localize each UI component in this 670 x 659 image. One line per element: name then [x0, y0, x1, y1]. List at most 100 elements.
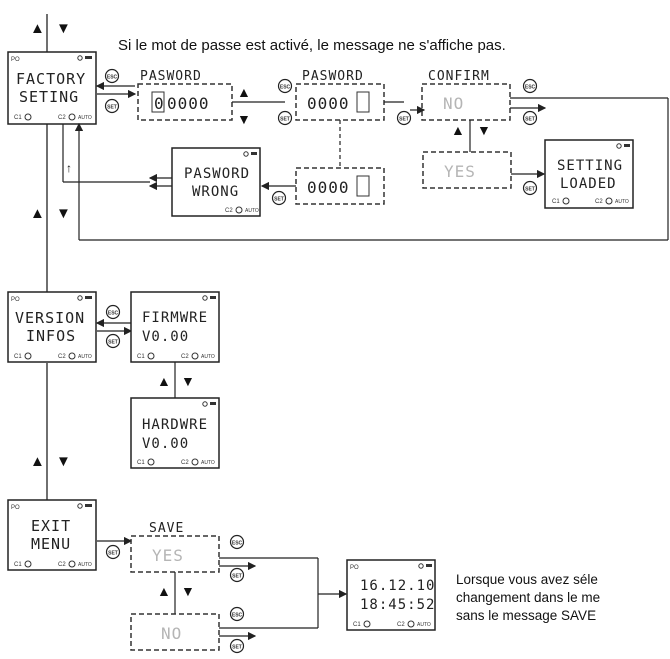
set-button: SET: [104, 98, 120, 114]
nav-down-icon: ▼: [56, 205, 71, 222]
password-digits: 0000: [167, 94, 210, 113]
set-button: SET: [105, 544, 121, 560]
svg-text:AUTO: AUTO: [417, 622, 431, 628]
device-hardware: HARDWRE V0.00 C1 C2 AUTO: [130, 397, 220, 469]
svg-text:ESC: ESC: [107, 75, 118, 81]
note-bottom-line2: changement dans le me: [456, 590, 600, 605]
svg-text:C2: C2: [58, 354, 66, 360]
svg-text:AUTO: AUTO: [201, 354, 215, 360]
device-password-wrong: PASWORD WRONG C2 AUTO: [171, 147, 261, 217]
password-cursor: 0: [154, 94, 165, 113]
password-digits: 0000: [307, 94, 350, 113]
svg-text:C2: C2: [595, 199, 603, 205]
password-label: PASWORD: [302, 69, 364, 84]
svg-text:SET: SET: [232, 574, 242, 580]
nav-up-icon: ▲: [30, 20, 45, 37]
svg-text:PO: PO: [11, 57, 20, 63]
confirm-label: CONFIRM: [428, 69, 490, 84]
password-digits: 0000: [307, 178, 350, 197]
note-top: Si le mot de passe est activé, le messag…: [118, 37, 506, 54]
svg-text:C1: C1: [14, 115, 22, 121]
svg-text:SET: SET: [525, 187, 535, 193]
svg-text:C1: C1: [137, 460, 145, 466]
lcd-line1: VERSION: [15, 309, 85, 327]
nav-down-icon: ▼: [477, 122, 491, 138]
device-clock: PO 16.12.10 18:45:52 C1 C2 AUTO: [346, 559, 436, 631]
svg-text:C2: C2: [397, 622, 405, 628]
save-no-value: NO: [161, 624, 182, 643]
lcd-line1: FACTORY: [16, 70, 86, 88]
svg-text:C1: C1: [14, 562, 22, 568]
lcd-line2: SETING: [19, 88, 79, 106]
svg-text:ESC: ESC: [525, 85, 536, 91]
esc-button: ESC: [104, 68, 120, 84]
set-button: SET: [522, 180, 538, 196]
cursor-box: [356, 91, 370, 113]
lcd-line1: SETTING: [557, 158, 623, 174]
svg-text:C2: C2: [225, 208, 233, 214]
nav-down-icon: ▼: [56, 20, 71, 37]
device-version-infos: PO VERSION INFOS C1 C2 AUTO: [7, 291, 97, 363]
nav-up-icon: ▲: [157, 583, 171, 599]
svg-text:C2: C2: [181, 354, 189, 360]
svg-text:AUTO: AUTO: [615, 199, 629, 205]
lcd-line2: MENU: [31, 535, 71, 553]
password-digits-frame: [295, 167, 385, 205]
svg-text:SET: SET: [399, 117, 409, 123]
cursor-box: [151, 91, 165, 113]
svg-text:C1: C1: [137, 354, 145, 360]
confirm-frame: [421, 83, 511, 121]
lcd-line1: PASWORD: [184, 166, 250, 182]
set-button: SET: [271, 190, 287, 206]
svg-text:SET: SET: [108, 551, 118, 557]
lcd-line2: LOADED: [560, 176, 617, 192]
confirm-value: NO: [443, 94, 464, 113]
nav-down-icon: ▼: [181, 583, 195, 599]
svg-text:SET: SET: [525, 117, 535, 123]
set-button: SET: [522, 110, 538, 126]
svg-text:SET: SET: [280, 117, 290, 123]
lcd-line1: HARDWRE: [142, 417, 208, 433]
lcd-line2: INFOS: [26, 327, 76, 345]
svg-text:PO: PO: [350, 565, 359, 571]
lcd-line1: 16.12.10: [360, 578, 435, 594]
nav-up-icon: ▲: [30, 205, 45, 222]
set-button: SET: [105, 333, 121, 349]
set-button: SET: [277, 110, 293, 126]
svg-text:ESC: ESC: [280, 85, 291, 91]
nav-down-icon: ▼: [56, 453, 71, 470]
esc-button: ESC: [522, 78, 538, 94]
device-factory-setting: PO FACTORY SETING C1 C2 AUTO: [7, 51, 97, 125]
svg-text:AUTO: AUTO: [78, 354, 92, 360]
svg-text:C1: C1: [353, 622, 361, 628]
esc-button: ESC: [277, 78, 293, 94]
nav-up-icon: ▲: [30, 453, 45, 470]
nav-up-icon: ▲: [451, 122, 465, 138]
svg-text:C2: C2: [181, 460, 189, 466]
cursor-box: [356, 175, 370, 197]
svg-text:AUTO: AUTO: [245, 208, 259, 214]
svg-text:AUTO: AUTO: [78, 115, 92, 121]
arrow-up-icon: ↑: [66, 161, 72, 175]
svg-text:C2: C2: [58, 562, 66, 568]
svg-text:C1: C1: [552, 199, 560, 205]
svg-text:SET: SET: [232, 645, 242, 651]
svg-text:SET: SET: [107, 105, 117, 111]
save-label: SAVE: [149, 521, 184, 536]
save-yes-value: YES: [152, 546, 184, 565]
lcd-line1: EXIT: [31, 517, 71, 535]
svg-text:PO: PO: [11, 505, 20, 511]
esc-button: ESC: [229, 606, 245, 622]
svg-text:ESC: ESC: [232, 613, 243, 619]
nav-down-icon: ▼: [237, 111, 251, 127]
nav-up-icon: ▲: [157, 373, 171, 389]
esc-button: ESC: [105, 304, 121, 320]
nav-up-icon: ▲: [237, 84, 251, 100]
svg-text:SET: SET: [108, 340, 118, 346]
svg-text:C1: C1: [14, 354, 22, 360]
device-firmware: FIRMWRE V0.00 C1 C2 AUTO: [130, 291, 220, 363]
set-button: SET: [396, 110, 412, 126]
confirm-yes-value: YES: [444, 162, 476, 181]
note-bottom-line3: sans le message SAVE: [456, 608, 596, 623]
